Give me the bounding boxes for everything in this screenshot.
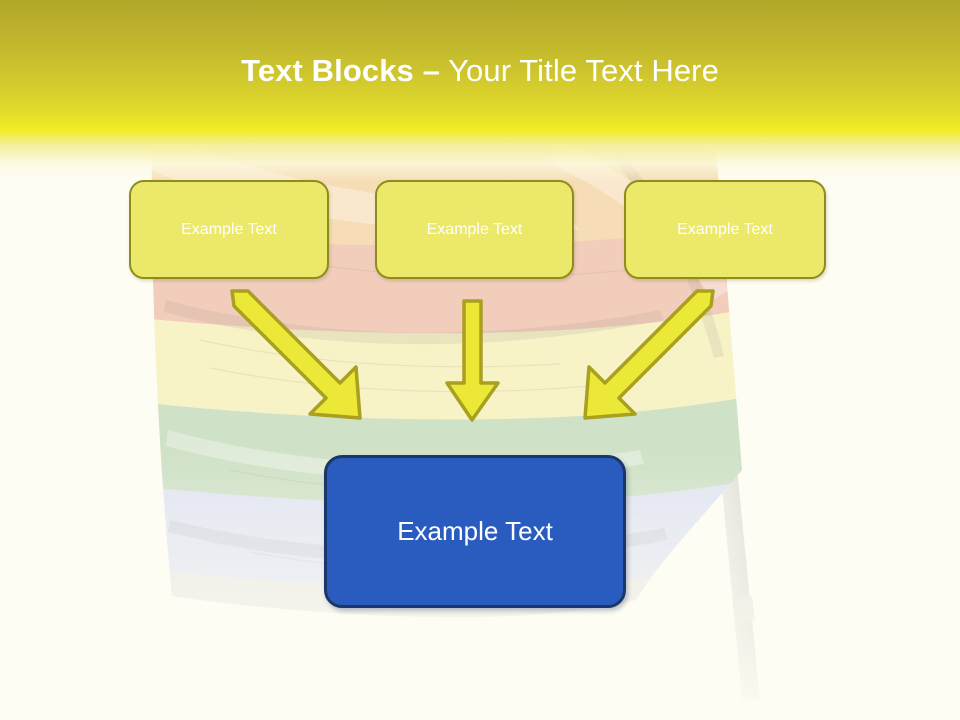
arrow-right-diagonal [583, 289, 715, 420]
text-box-bottom-result-label: Example Text [397, 516, 553, 546]
text-box-top-center-label: Example Text [426, 220, 523, 238]
text-box-top-right[interactable]: Example Text [624, 180, 826, 279]
text-box-top-right-label: Example Text [677, 220, 773, 238]
text-box-top-left[interactable]: Example Text [129, 180, 329, 279]
arrow-middle-straight [445, 299, 500, 422]
text-box-bottom-result[interactable]: Example Text [324, 455, 626, 608]
title-bold-part: Text Blocks – [241, 53, 440, 88]
text-box-top-left-label: Example Text [181, 220, 277, 238]
text-box-top-center[interactable]: Example Text [375, 180, 574, 279]
slide-title: Text Blocks – Your Title Text Here [0, 52, 960, 90]
arrow-left-diagonal [230, 289, 362, 420]
title-light-part: Your Title Text Here [439, 53, 719, 88]
